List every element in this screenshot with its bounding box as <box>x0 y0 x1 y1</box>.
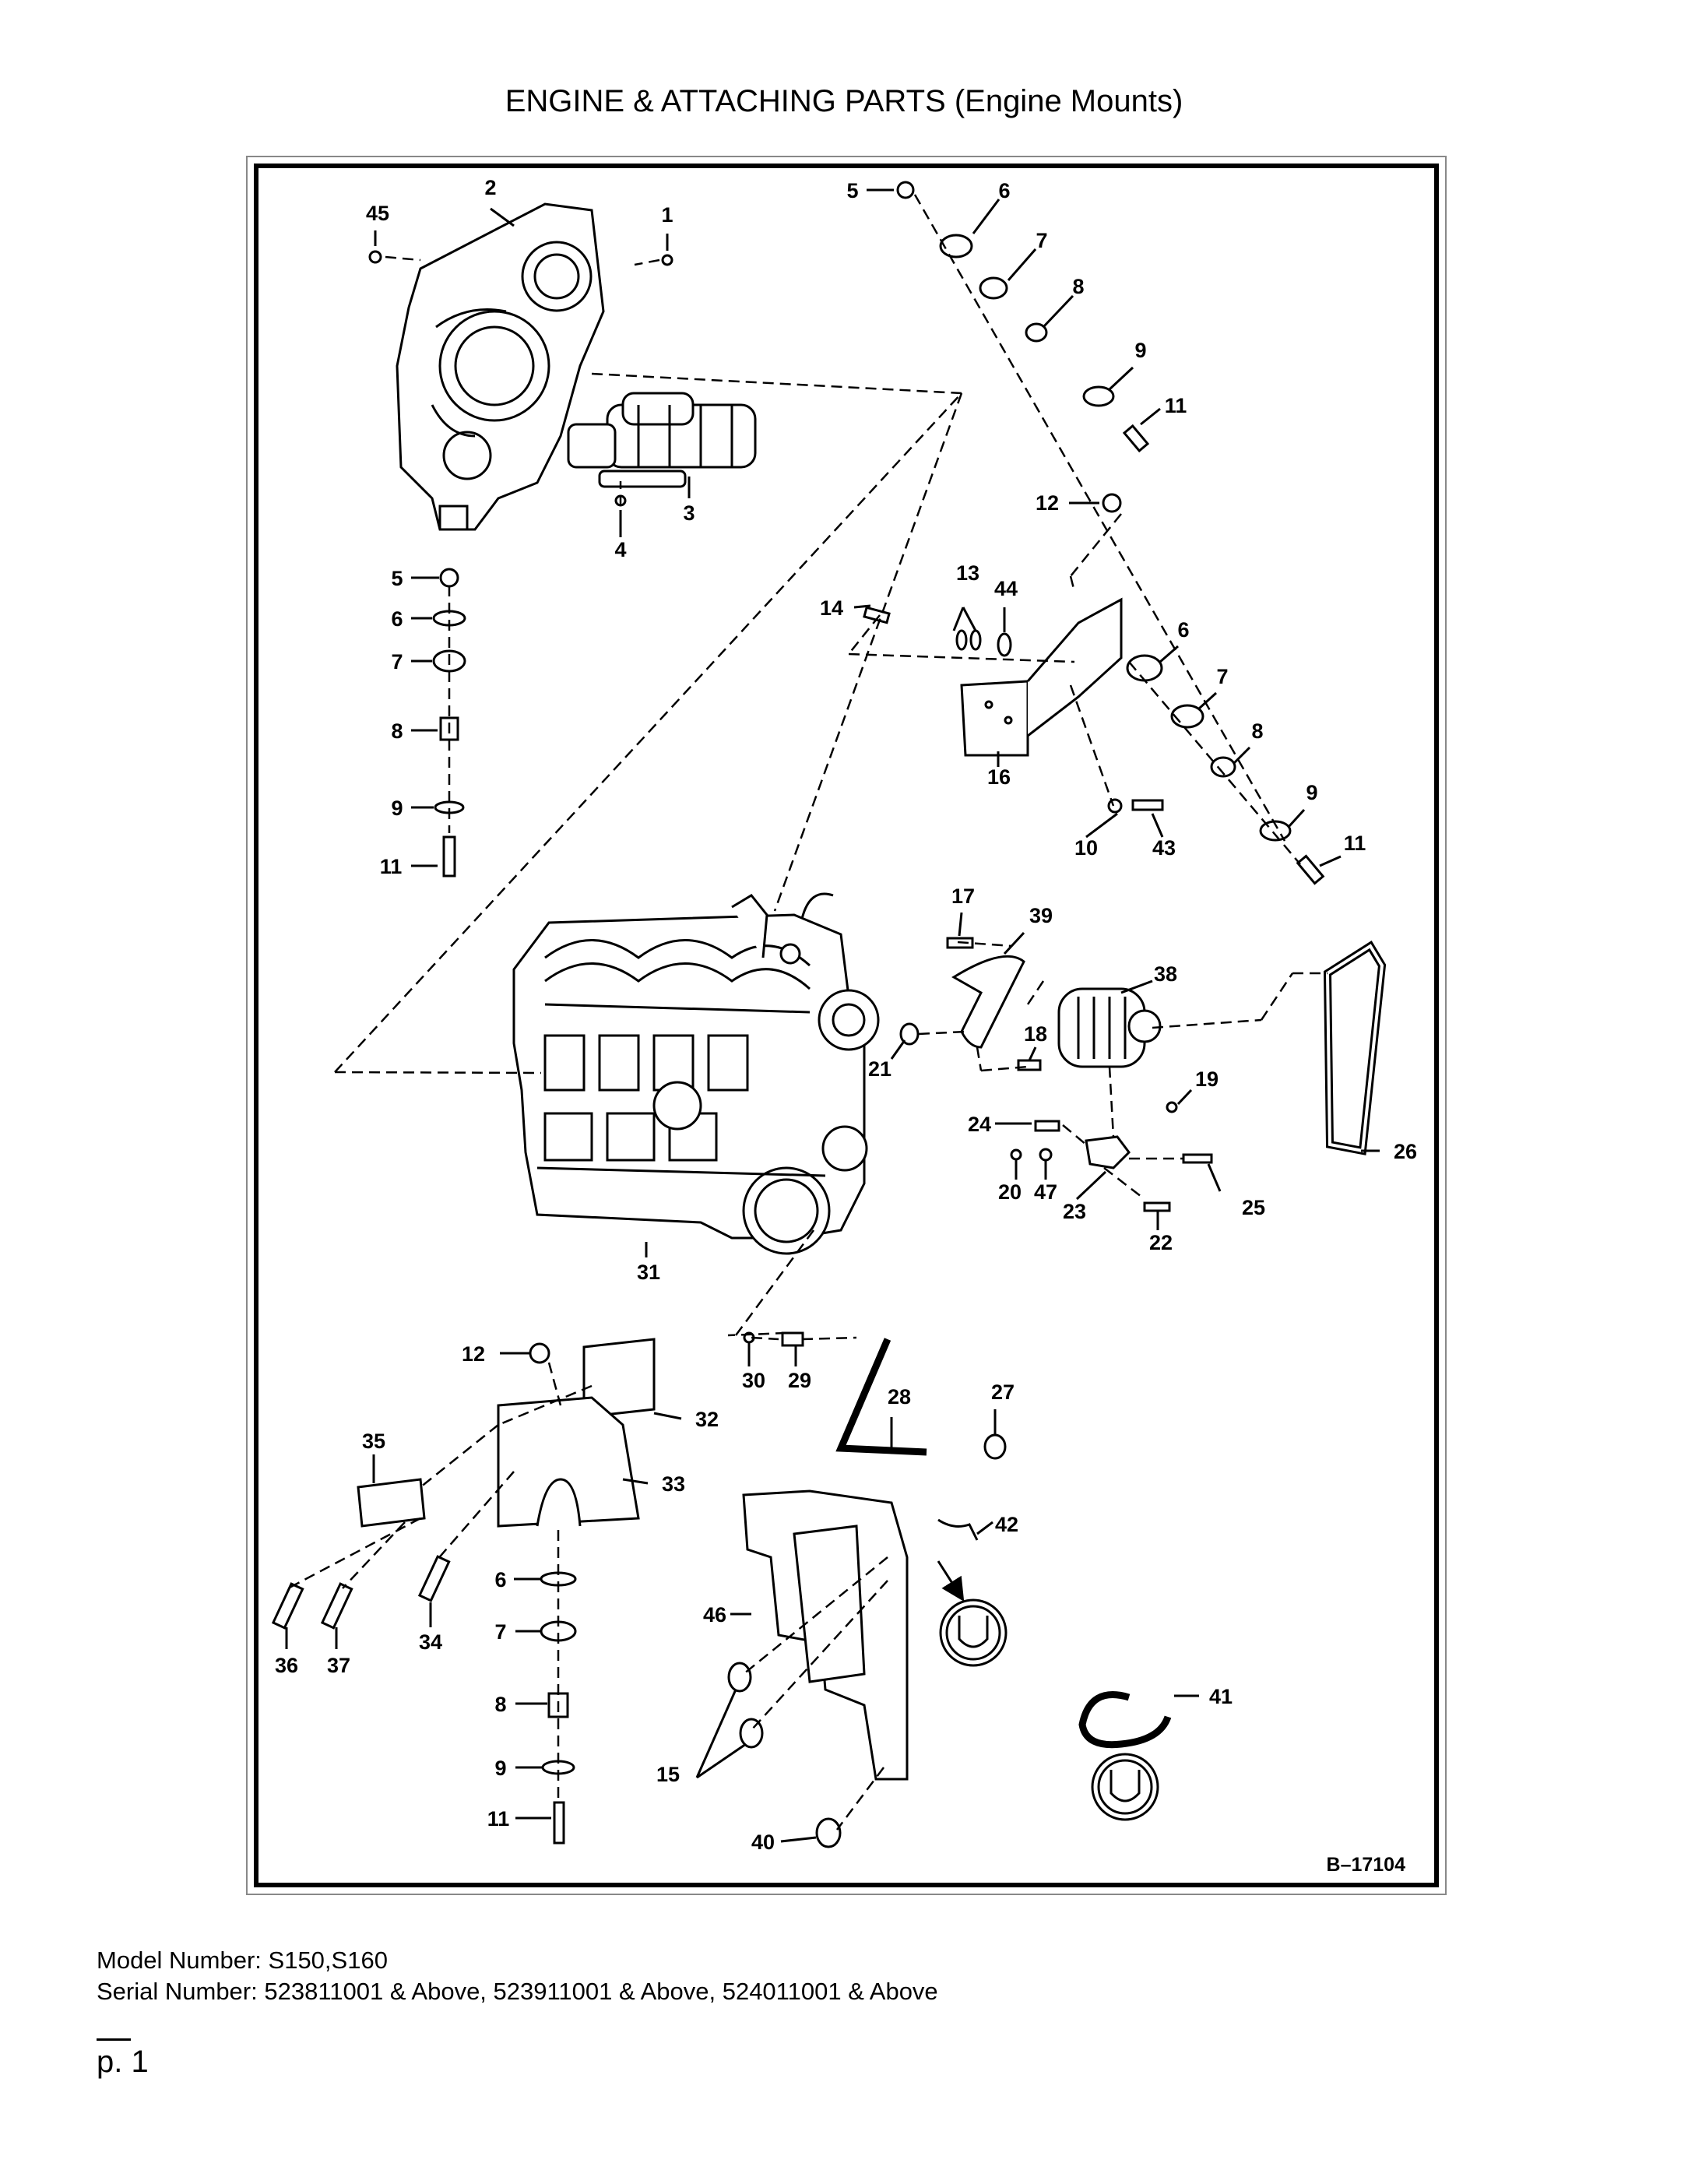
callout-46: 46 <box>703 1603 726 1627</box>
callout-42: 42 <box>995 1513 1018 1536</box>
callout-3: 3 <box>683 501 695 525</box>
page-divider <box>97 2038 131 2041</box>
callout-11-left: 11 <box>380 855 403 878</box>
gear-case-illustration <box>396 202 605 531</box>
callout-29: 29 <box>788 1369 811 1392</box>
callout-23: 23 <box>1063 1200 1086 1223</box>
callout-12-lower: 12 <box>462 1342 485 1366</box>
callout-7-left: 7 <box>391 650 403 673</box>
mount-bracket-illustration <box>960 597 1123 757</box>
callout-18: 18 <box>1024 1022 1047 1046</box>
callout-19: 19 <box>1195 1067 1219 1091</box>
model-number: Model Number: S150,S160 <box>97 1947 388 1974</box>
callout-47: 47 <box>1034 1180 1057 1204</box>
callout-6-left: 6 <box>391 607 403 631</box>
callout-36: 36 <box>275 1654 298 1677</box>
callout-30: 30 <box>742 1369 765 1392</box>
callout-31: 31 <box>637 1261 660 1284</box>
instruction-symbol-41 <box>1091 1753 1159 1821</box>
callout-9-right: 9 <box>1306 781 1317 804</box>
callout-11-right: 11 <box>1344 832 1366 855</box>
callout-15: 15 <box>656 1763 680 1786</box>
callout-numbers: 45 2 1 3 4 5 6 7 8 9 11 12 5 6 7 8 9 11 … <box>275 176 1417 1854</box>
callout-26: 26 <box>1394 1140 1417 1163</box>
callout-38: 38 <box>1154 962 1177 986</box>
callout-8-right: 8 <box>1251 719 1263 743</box>
engine-illustration <box>512 892 880 1255</box>
callout-44: 44 <box>994 577 1018 600</box>
callout-32: 32 <box>695 1408 719 1431</box>
callout-33: 33 <box>662 1472 685 1496</box>
heat-shield-illustration <box>742 1489 909 1781</box>
serial-number: Serial Number: 523811001 & Above, 523911… <box>97 1978 938 2005</box>
callout-5-left: 5 <box>391 567 403 590</box>
callout-6-upper: 6 <box>998 179 1010 202</box>
page-number: p. 1 <box>97 2045 149 2079</box>
callout-17: 17 <box>951 885 975 908</box>
callout-20: 20 <box>998 1180 1022 1204</box>
callout-22: 22 <box>1149 1231 1173 1254</box>
callout-28: 28 <box>888 1385 911 1409</box>
callout-16: 16 <box>987 765 1011 789</box>
callout-6-right: 6 <box>1177 618 1189 642</box>
instruction-symbol-42 <box>939 1598 1008 1667</box>
callout-7-lower: 7 <box>494 1620 506 1644</box>
figure-id: B–17104 <box>1327 1854 1406 1876</box>
callout-7-upper: 7 <box>1036 229 1047 252</box>
callout-27: 27 <box>991 1380 1015 1404</box>
callout-37: 37 <box>327 1654 350 1677</box>
diagram-frame <box>246 156 1447 1895</box>
callout-21: 21 <box>868 1057 891 1081</box>
tension-bracket-illustration <box>1085 1135 1131 1169</box>
wire-harness-illustration <box>1078 1691 1172 1749</box>
callout-4: 4 <box>614 538 626 561</box>
callout-45: 45 <box>366 202 389 225</box>
callout-12-upper: 12 <box>1036 491 1059 515</box>
callout-41: 41 <box>1209 1685 1233 1708</box>
callout-40: 40 <box>751 1831 775 1854</box>
lower-mount-illustration <box>357 1338 656 1528</box>
callout-35: 35 <box>362 1430 385 1453</box>
callout-14: 14 <box>820 596 843 620</box>
callout-11-lower: 11 <box>487 1807 510 1831</box>
callout-10: 10 <box>1074 836 1098 860</box>
callout-2: 2 <box>484 176 496 199</box>
callout-13: 13 <box>956 561 979 585</box>
starter-motor-illustration <box>567 392 757 488</box>
callout-8-lower: 8 <box>494 1693 506 1716</box>
callout-34: 34 <box>419 1630 442 1654</box>
callout-11-upper: 11 <box>1165 394 1187 417</box>
drive-belt-illustration <box>1323 941 1387 1155</box>
callout-8-left: 8 <box>391 719 403 743</box>
callout-9-upper: 9 <box>1134 339 1146 362</box>
callout-24: 24 <box>968 1113 991 1136</box>
callout-43: 43 <box>1152 836 1176 860</box>
callout-leaders <box>285 188 1380 1843</box>
callout-6-lower: 6 <box>494 1568 506 1591</box>
alternator-illustration <box>1057 987 1162 1068</box>
callout-9-lower: 9 <box>494 1757 506 1780</box>
oil-line-illustration <box>835 1338 927 1456</box>
callout-5-upper: 5 <box>846 179 858 202</box>
assembly-guide-lines <box>287 194 1328 1831</box>
diagram-border <box>254 164 1439 1887</box>
callout-25: 25 <box>1242 1196 1265 1219</box>
fasteners <box>271 181 1325 1848</box>
alternator-bracket-illustration <box>951 955 1025 1049</box>
page-title: ENGINE & ATTACHING PARTS (Engine Mounts) <box>505 84 1183 118</box>
callout-1: 1 <box>661 203 673 227</box>
callout-9-left: 9 <box>391 797 403 820</box>
callout-39: 39 <box>1029 904 1053 927</box>
callout-7-right: 7 <box>1216 665 1228 688</box>
callout-8-upper: 8 <box>1072 275 1084 298</box>
